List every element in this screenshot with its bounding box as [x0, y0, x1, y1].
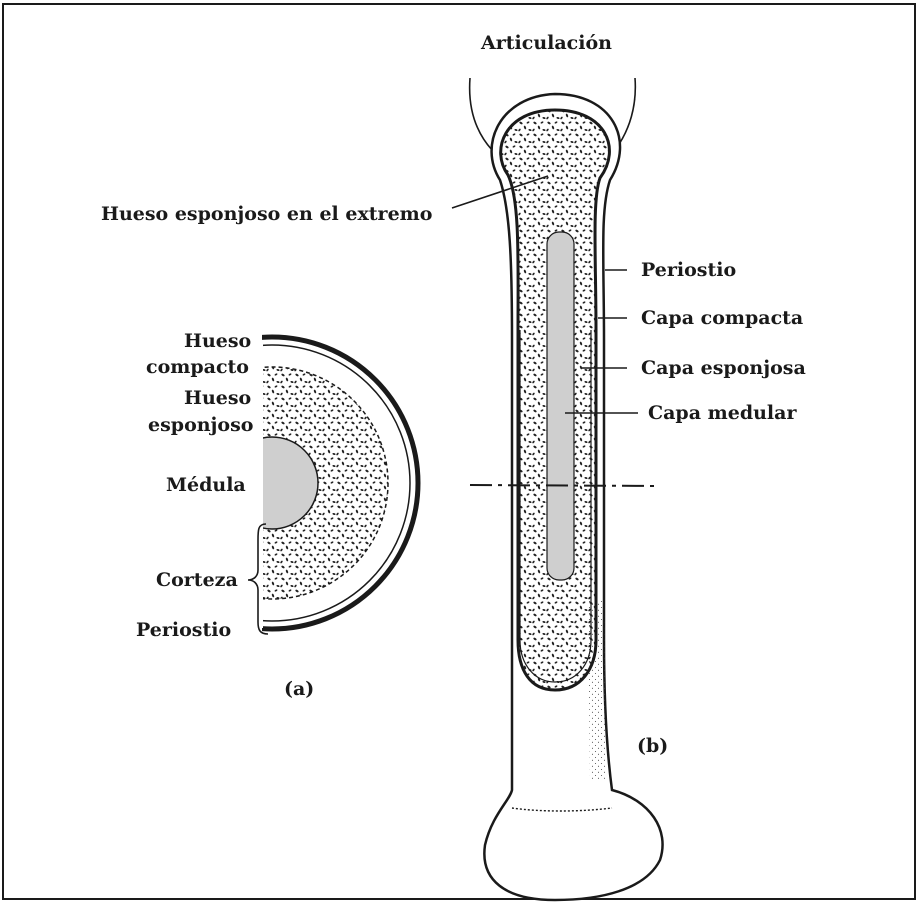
panel-a-label: (a) [284, 678, 314, 700]
medullary-cavity [547, 232, 574, 580]
label-hueso-compacto-1: Hueso [184, 330, 251, 352]
label-hueso-compacto-2: compacto [146, 356, 249, 378]
label-hueso-esponjoso-1: Hueso [184, 387, 251, 409]
label-capa-esponjosa: Capa esponjosa [641, 357, 806, 379]
panel-b-label: (b) [637, 735, 668, 757]
title-articulacion: Articulación [480, 32, 612, 54]
label-hueso-esponjoso-2: esponjoso [148, 414, 253, 436]
label-hueso-extremo: Hueso esponjoso en el extremo [101, 203, 432, 225]
label-capa-medular: Capa medular [648, 402, 797, 424]
label-medula: Médula [166, 474, 246, 496]
label-capa-compacta: Capa compacta [641, 307, 803, 329]
joint-capsule-left [470, 78, 492, 150]
long-bone-panel-b [452, 78, 663, 900]
figure-border [3, 4, 915, 899]
label-periostio-a: Periostio [136, 619, 231, 641]
label-corteza: Corteza [156, 569, 238, 591]
section-cut-line [470, 485, 660, 486]
label-periostio-b: Periostio [641, 259, 736, 281]
